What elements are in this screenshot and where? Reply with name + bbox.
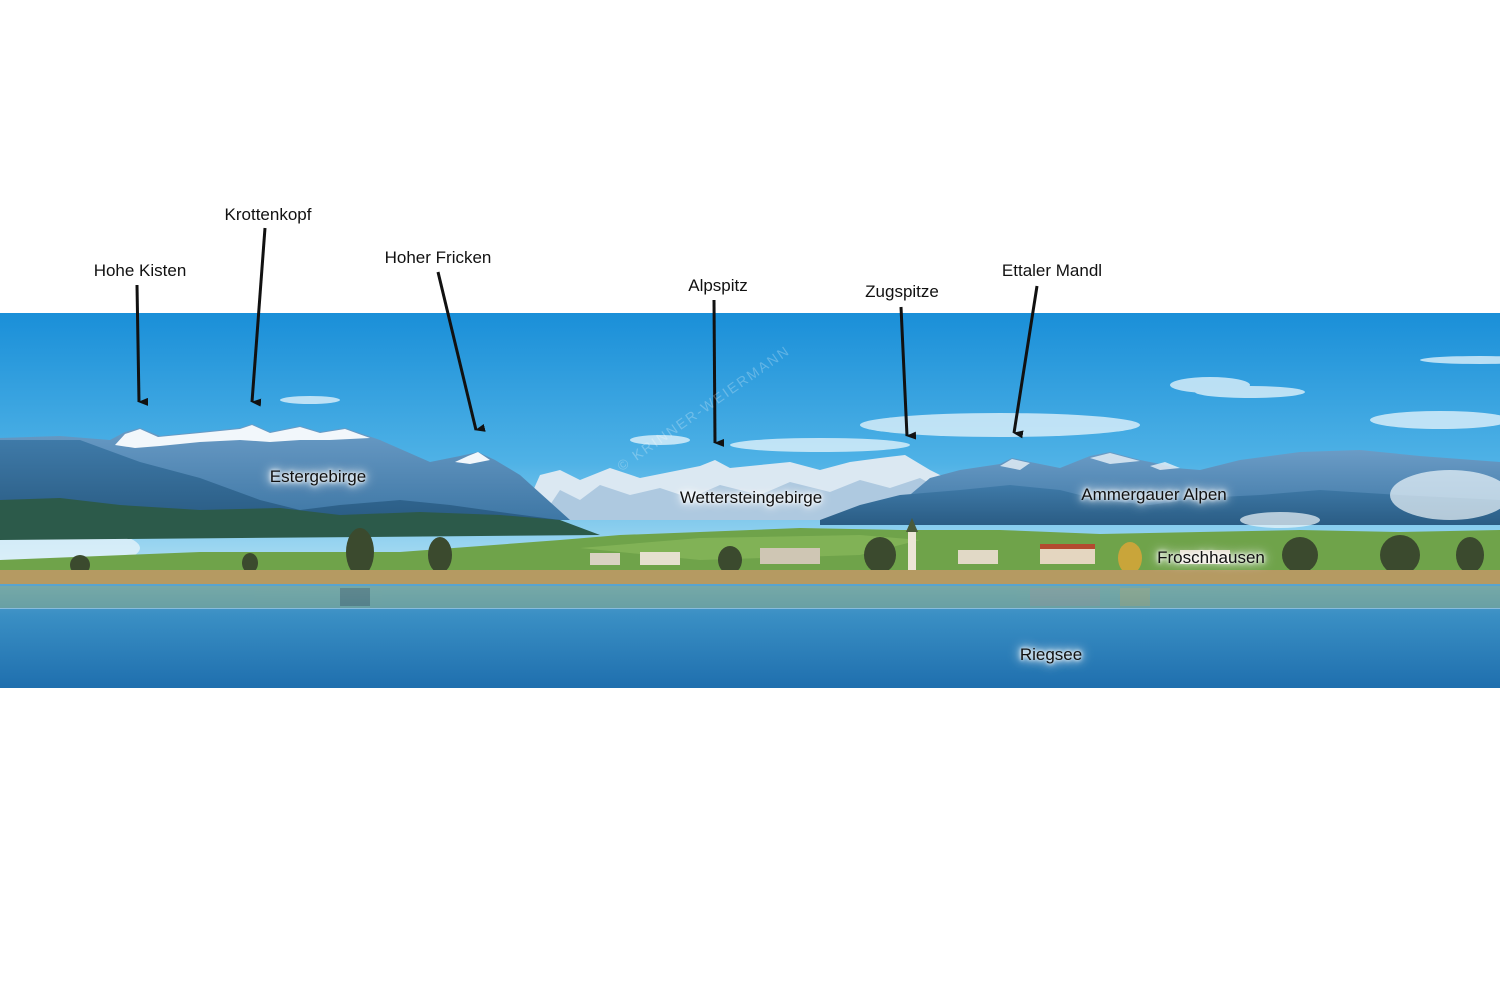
left-foothills	[0, 440, 560, 520]
pointer-arrows	[135, 227, 1039, 447]
label-hohe-kisten: Hohe Kisten	[93, 261, 187, 280]
label-estergebirge: Estergebirge	[269, 467, 367, 486]
label-alpspitz: Alpspitz	[688, 276, 748, 295]
trees	[70, 528, 1484, 576]
label-riegsee: Riegsee	[1019, 645, 1083, 664]
left-mountains-snow	[115, 425, 370, 448]
arrow-zugspitze	[899, 306, 917, 440]
clouds	[280, 356, 1500, 452]
label-zugspitze: Zugspitze	[865, 282, 939, 301]
reflections	[0, 586, 1500, 608]
village	[590, 518, 1230, 570]
arrow-hohe-kisten	[135, 284, 149, 406]
right-foothills	[820, 485, 1500, 525]
label-ammergauer-alpen: Ammergauer Alpen	[1081, 485, 1227, 504]
label-ettaler-mandl: Ettaler Mandl	[1001, 261, 1103, 280]
forest	[0, 498, 600, 540]
arrow-krottenkopf	[250, 227, 267, 407]
label-hoher-fricken: Hoher Fricken	[384, 248, 492, 267]
label-krottenkopf: Krottenkopf	[224, 205, 312, 224]
label-froschhausen: Froschhausen	[1157, 548, 1265, 567]
arrow-alpspitz	[712, 299, 725, 447]
label-wettersteingebirge: Wettersteingebirge	[679, 488, 823, 507]
lake	[0, 584, 1500, 688]
arrow-ettaler-mandl	[1012, 285, 1039, 439]
arrow-hoher-fricken	[436, 271, 486, 432]
shore	[0, 570, 1500, 584]
